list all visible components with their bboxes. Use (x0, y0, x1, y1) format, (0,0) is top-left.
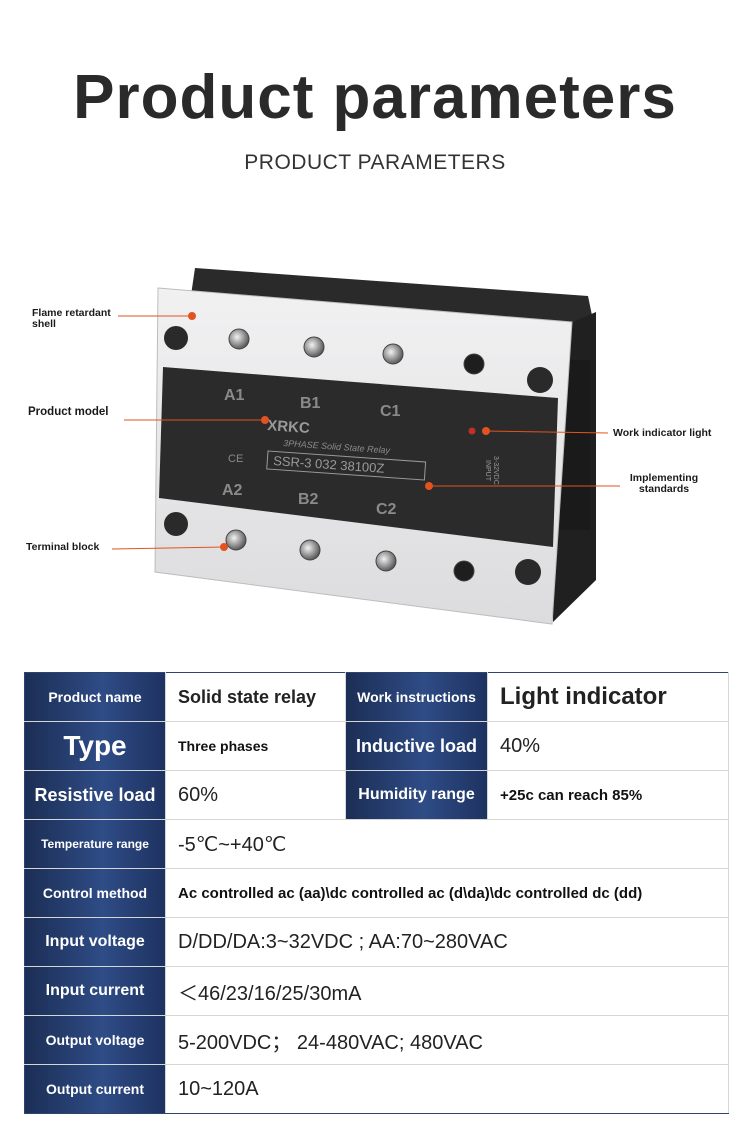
control-method-label: Control method (24, 868, 166, 918)
input-range: 3-32VDC (492, 456, 499, 485)
housing-top (190, 268, 595, 330)
terminal-label-b1: B1 (300, 395, 321, 412)
table-row: Product name Solid state relay Work inst… (24, 672, 729, 722)
inductive-load-label: Inductive load (345, 721, 488, 771)
output-current-label: Output current (24, 1064, 166, 1114)
callout-flame-shell: Flame retardant shell (32, 307, 111, 330)
page-subtitle: PRODUCT PARAMETERS (244, 151, 506, 174)
input-voltage-label: Input voltage (24, 917, 166, 967)
bottom-screws (225, 529, 475, 582)
temperature-value: -5℃~+40℃ (165, 819, 729, 869)
output-voltage-label: Output voltage (24, 1015, 166, 1065)
humidity-label: Humidity range (345, 770, 488, 820)
terminal-label-b2: B2 (298, 491, 319, 508)
type-value: Three phases (165, 721, 346, 771)
resistive-load-value: 60% (165, 770, 346, 820)
work-instructions-value: Light indicator (487, 672, 729, 722)
indicator-led (468, 427, 476, 435)
product-name-label: Product name (24, 672, 166, 722)
device-brand: XRKC (267, 417, 311, 437)
table-row: Input voltage D/DD/DA:3~32VDC ; AA:70~28… (24, 917, 729, 967)
terminal-label-a1: A1 (224, 387, 245, 404)
top-screws (228, 328, 485, 375)
temperature-label: Temperature range (24, 819, 166, 869)
table-row: Resistive load 60% Humidity range +25c c… (24, 770, 729, 820)
type-label: Type (24, 721, 166, 771)
table-row: Output voltage 5-200VDC； 24-480VAC; 480V… (24, 1015, 729, 1065)
output-voltage-value: 5-200VDC； 24-480VAC; 480VAC (165, 1015, 729, 1065)
callout-terminal-block: Terminal block (26, 541, 100, 553)
table-row: Temperature range -5℃~+40℃ (24, 819, 729, 869)
control-method-value: Ac controlled ac (aa)\dc controlled ac (… (165, 868, 729, 918)
page-title: Product parameters (73, 63, 677, 132)
work-instructions-label: Work instructions (345, 672, 488, 722)
callout-standards: Implementing standards (629, 472, 699, 495)
resistive-load-label: Resistive load (24, 770, 166, 820)
table-row: Type Three phases Inductive load 40% (24, 721, 729, 771)
product-name-value: Solid state relay (165, 672, 346, 722)
terminal-label-a2: A2 (222, 482, 243, 499)
table-row: Output current 10~120A (24, 1064, 729, 1114)
terminal-label-c1: C1 (380, 403, 401, 420)
input-current-value: ＜46/23/16/25/30mA (165, 966, 729, 1016)
callout-product-model: Product model (28, 406, 109, 418)
output-current-value: 10~120A (165, 1064, 729, 1114)
input-voltage-value: D/DD/DA:3~32VDC ; AA:70~280VAC (165, 917, 729, 967)
callout-indicator-light: Work indicator light (613, 427, 712, 439)
table-row: Input current ＜46/23/16/25/30mA (24, 966, 729, 1016)
parameters-table: Product name Solid state relay Work inst… (24, 672, 729, 1114)
terminal-label-c2: C2 (376, 501, 397, 518)
humidity-value: +25c can reach 85% (487, 770, 729, 820)
input-current-label: Input current (24, 966, 166, 1016)
inductive-load-value: 40% (487, 721, 729, 771)
table-row: Control method Ac controlled ac (aa)\dc … (24, 868, 729, 918)
relay-image: A1 B1 C1 A2 B2 C2 XRKC 3PHASE Solid Stat… (111, 268, 620, 625)
product-illustration: A1 B1 C1 A2 B2 C2 XRKC 3PHASE Solid Stat… (0, 250, 750, 640)
ce-mark: CE (228, 453, 243, 465)
input-label: INPUT (484, 460, 491, 482)
